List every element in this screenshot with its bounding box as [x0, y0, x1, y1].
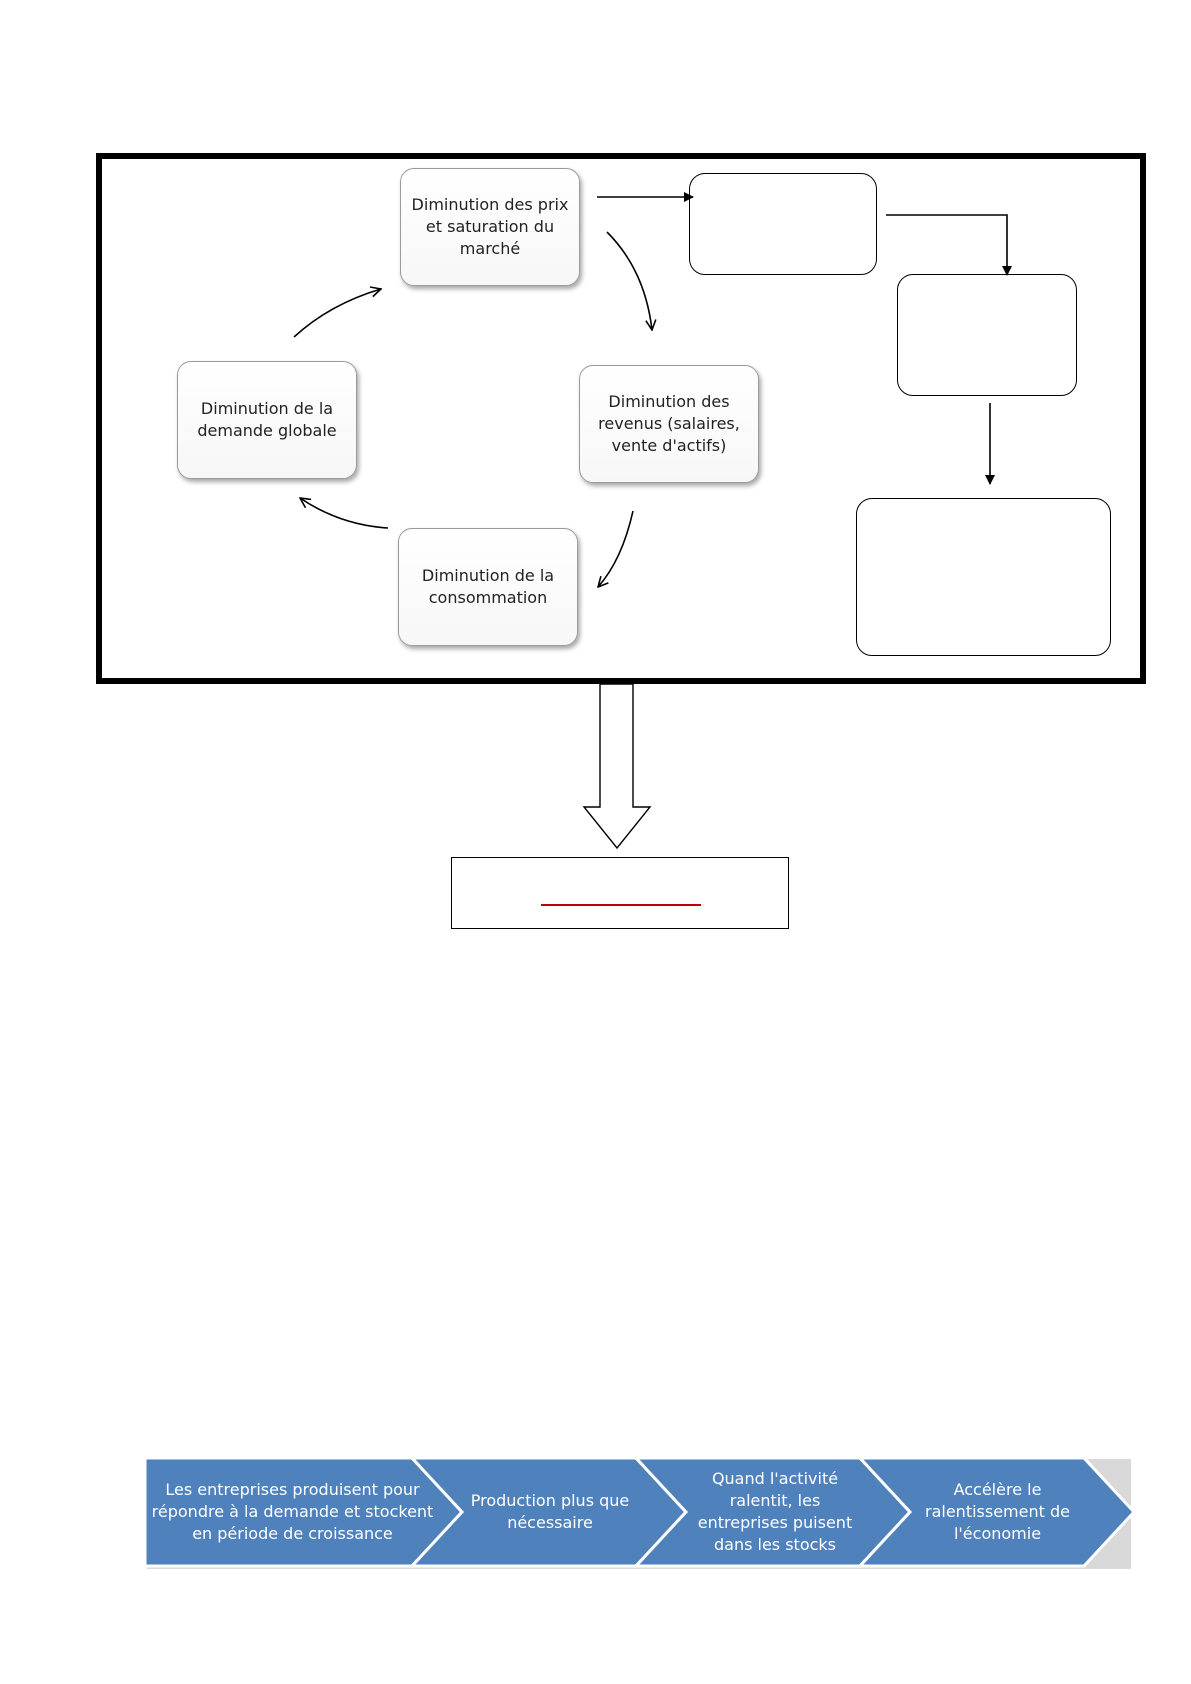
conclusion-box	[451, 857, 789, 929]
blank-box-3	[856, 498, 1111, 656]
blank-box-1	[689, 173, 877, 275]
chevron-step-2-label: Production plus que nécessaire	[470, 1491, 630, 1532]
node-diminution-revenus-label: Diminution des revenus (salaires, vente …	[598, 392, 740, 455]
chevron-chain	[143, 1456, 1137, 1569]
node-diminution-consommation: Diminution de la consommation	[398, 528, 578, 646]
node-diminution-prix-label: Diminution des prix et saturation du mar…	[411, 195, 569, 258]
node-diminution-revenus: Diminution des revenus (salaires, vente …	[579, 365, 759, 483]
arrow-demande-to-prix	[293, 289, 381, 338]
node-diminution-prix: Diminution des prix et saturation du mar…	[400, 168, 580, 286]
blank-box-2	[897, 274, 1077, 396]
chevron-step-4-label: Accélère le ralentissement de l'économie	[925, 1480, 1070, 1543]
arrow-revenus-to-consommation	[598, 510, 634, 587]
block-arrow-down	[582, 683, 652, 850]
node-diminution-demande-label: Diminution de la demande globale	[197, 399, 337, 440]
chevron-step-3-label: Quand l'activité ralentit, les entrepris…	[697, 1469, 853, 1554]
diagram-frame	[96, 153, 1146, 684]
chevron-step-4	[856, 1456, 1137, 1568]
arrow-consommation-to-demande	[300, 498, 389, 529]
chevron-step-1-label: Les entreprises produisent pour répondre…	[151, 1480, 434, 1543]
arrow-box1-to-box2	[886, 214, 1012, 276]
node-diminution-demande: Diminution de la demande globale	[177, 361, 357, 479]
answer-line	[541, 904, 701, 906]
arrow-prix-to-revenus	[606, 231, 652, 330]
node-diminution-consommation-label: Diminution de la consommation	[421, 566, 555, 607]
